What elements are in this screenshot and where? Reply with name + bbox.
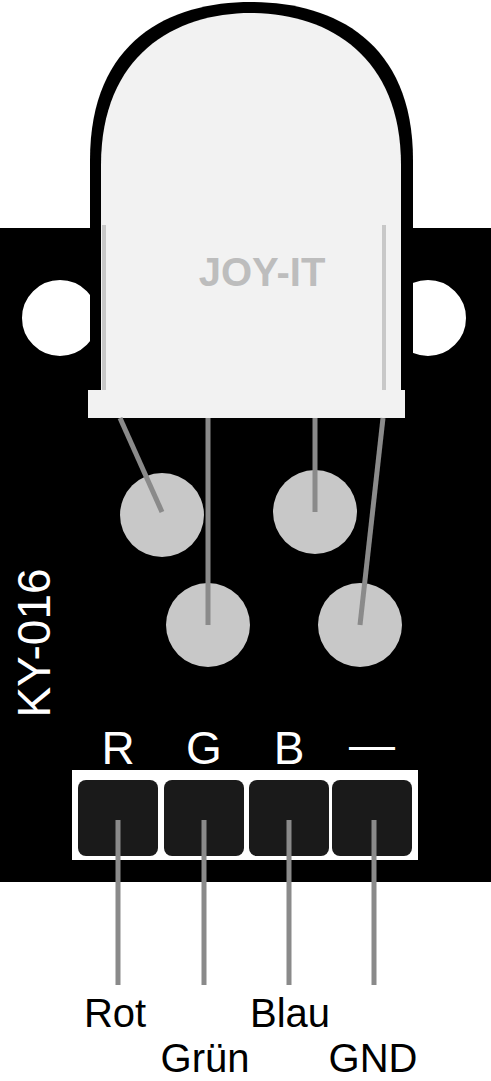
led-lead-inner (382, 225, 386, 392)
signal-name: Grün (161, 1038, 250, 1078)
led-flange (88, 390, 405, 418)
header-strip (72, 770, 418, 860)
led-outline (90, 2, 413, 400)
led-lead-inner (102, 225, 106, 392)
signal-name: GND (329, 1038, 418, 1078)
watermark: JOY-IT (199, 252, 326, 292)
led-dome (101, 13, 401, 395)
led-lead (206, 418, 211, 625)
module-name: KY-016 (11, 568, 57, 717)
signal-name: Blau (250, 993, 330, 1033)
pin-label: R (101, 725, 134, 771)
pin-label: B (274, 725, 305, 771)
led-lead (120, 418, 162, 512)
solder-pad (120, 473, 204, 557)
pin-wire (372, 820, 377, 985)
led-lead (313, 418, 318, 512)
pin-label: — (349, 721, 395, 767)
pin-wire (202, 820, 207, 985)
pin-wire (116, 820, 121, 985)
signal-name: Rot (84, 993, 146, 1033)
pin-wire (287, 820, 292, 985)
pin-label: G (186, 725, 222, 771)
led-lead (360, 418, 383, 625)
mounting-hole (20, 278, 100, 358)
